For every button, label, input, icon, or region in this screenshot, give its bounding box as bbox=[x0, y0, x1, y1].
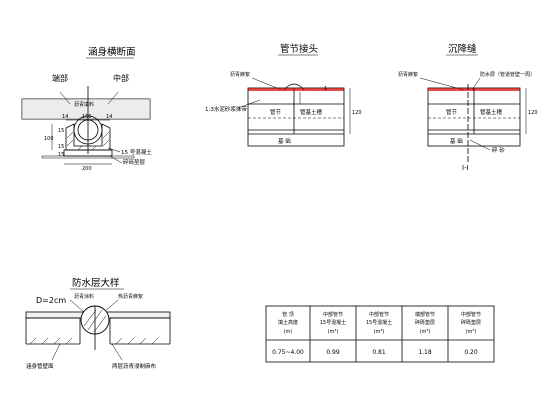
table-header-cell: 管 顶 填土高度 (m) bbox=[278, 311, 298, 335]
leader-mid bbox=[107, 91, 119, 105]
dim-15-c: 15 bbox=[58, 152, 64, 158]
label-base: 基 础 bbox=[278, 137, 291, 145]
table-header-cell: 端部管节 碎砾垫层 (m³) bbox=[415, 311, 435, 335]
label-concrete: 15 号混凝土 bbox=[121, 148, 152, 156]
waterproof-detail-view: 防水层大样 D=2cm 沥青涂料 热沥青麻絮 涵身管壁面 两层沥青浸制麻布 bbox=[25, 277, 171, 370]
svg-text:(m): (m) bbox=[284, 329, 293, 335]
label-mortar-band: 1:3水泥砂浆抹带 bbox=[205, 105, 247, 113]
label-pipe: 管节 bbox=[446, 108, 458, 116]
leader-hemp bbox=[103, 299, 119, 313]
table-header-cell: 中部管节 15号混凝土 (m³) bbox=[320, 311, 346, 335]
pipe-wall-hatch bbox=[29, 337, 159, 345]
svg-text:(m³): (m³) bbox=[466, 329, 477, 335]
gravel-underlay bbox=[41, 155, 135, 159]
table-cell: 0.81 bbox=[372, 349, 386, 356]
dim-14-right: 14 bbox=[106, 114, 112, 120]
svg-text:(m³): (m³) bbox=[420, 329, 431, 335]
section-mark-label: I-I bbox=[462, 164, 469, 172]
label-soil-trench: 管基土槽 bbox=[480, 108, 503, 116]
svg-text:填土高度: 填土高度 bbox=[278, 319, 298, 326]
dim-14-left: 14 bbox=[62, 114, 68, 120]
pipe-joint-title: 管节接头 bbox=[280, 43, 318, 55]
label-thickness: D=2cm bbox=[36, 296, 66, 305]
dim-1: 1 bbox=[324, 86, 327, 92]
svg-text:15号混凝土: 15号混凝土 bbox=[320, 319, 346, 326]
svg-text:管 顶: 管 顶 bbox=[282, 311, 294, 318]
table-header-cell: 中部管节 15号混凝土 (m³) bbox=[366, 311, 392, 335]
label-gravel: 碎 砂 bbox=[492, 146, 505, 154]
leader-concrete bbox=[107, 147, 121, 153]
dim-120: 120 bbox=[528, 110, 538, 116]
leader-gravel bbox=[109, 155, 123, 164]
table-row: 0.75~4.00 0.99 0.81 1.18 0.20 bbox=[272, 349, 478, 356]
dim-15-a: 15 bbox=[58, 128, 64, 134]
quantity-table: 管 顶 填土高度 (m) 中部管节 15号混凝土 (m³) 中部管节 15号混凝… bbox=[265, 305, 495, 363]
label-asphalt-hemp: 沥青麻絮 bbox=[230, 71, 250, 78]
label-hemp: 热沥青麻絮 bbox=[118, 293, 143, 300]
table-cell: 0.99 bbox=[326, 349, 340, 356]
svg-text:(m³): (m³) bbox=[328, 329, 339, 335]
leader-end bbox=[59, 91, 71, 105]
table-header-cell: 中部管节 碎砾垫层 (m³) bbox=[461, 311, 481, 335]
label-pipe-wall: 涵身管壁面 bbox=[26, 362, 54, 370]
label-soil-trench: 管基土槽 bbox=[300, 108, 323, 116]
label-cloth-layers: 两层沥青浸制麻布 bbox=[112, 362, 157, 370]
culvert-section-title: 涵身横断面 bbox=[88, 46, 136, 58]
dim-200: 200 bbox=[82, 166, 92, 172]
svg-text:15号混凝土: 15号混凝土 bbox=[366, 319, 392, 326]
label-base: 基 础 bbox=[450, 137, 463, 145]
waterproof-detail-title: 防水层大样 bbox=[72, 277, 120, 289]
culvert-section-view: 涵身横断面 端部 中部 14 156 14 100 1 bbox=[21, 46, 152, 172]
table-border bbox=[265, 305, 495, 363]
label-pipe: 管节 bbox=[270, 108, 282, 116]
svg-text:碎砾垫层: 碎砾垫层 bbox=[461, 319, 481, 326]
fill-band-shade bbox=[22, 99, 150, 119]
dim-120: 120 bbox=[352, 110, 362, 116]
label-coating: 沥青涂料 bbox=[74, 293, 94, 300]
label-end-part: 端部 bbox=[52, 73, 68, 83]
settlement-joint-view: 沉降缝 沥青麻絮 防水层（管道管壁一周） 120 管节 管基土槽 基 础 碎 砂… bbox=[398, 43, 538, 172]
haunch-hatch bbox=[66, 131, 110, 151]
settlement-joint-title: 沉降缝 bbox=[448, 43, 477, 55]
pipe-joint-outline bbox=[247, 87, 345, 147]
table-cell: 0.20 bbox=[464, 349, 478, 356]
label-asphalt-hemp: 沥青麻絮 bbox=[398, 71, 418, 78]
svg-text:中部管节: 中部管节 bbox=[461, 311, 481, 318]
svg-text:中部管节: 中部管节 bbox=[369, 311, 389, 318]
table-cell: 1.18 bbox=[418, 349, 432, 356]
leader-gravel bbox=[469, 139, 491, 151]
dim-15-b: 15 bbox=[58, 144, 64, 150]
svg-text:中部管节: 中部管节 bbox=[323, 311, 343, 318]
svg-text:(m³): (m³) bbox=[374, 329, 385, 335]
svg-text:端部管节: 端部管节 bbox=[415, 311, 435, 318]
dim-100: 100 bbox=[44, 136, 54, 142]
table-cell: 0.75~4.00 bbox=[272, 349, 304, 356]
leader-mortar bbox=[237, 99, 261, 109]
label-gravel-bed: 碎砾垫层 bbox=[123, 158, 146, 166]
pipe-joint-view: 管节接头 沥青麻絮 1 120 1:3水泥砂浆抹带 管节 管基土槽 基 础 bbox=[205, 43, 362, 147]
leader-layers bbox=[111, 343, 123, 361]
label-asphalt-filler: 沥青填料 bbox=[74, 101, 94, 108]
leader-coating bbox=[69, 299, 85, 313]
svg-text:碎砾垫层: 碎砾垫层 bbox=[415, 319, 435, 326]
label-waterproof: 防水层（管道管壁一周） bbox=[480, 71, 535, 78]
leader-pipe-wall bbox=[51, 343, 61, 361]
label-middle-part: 中部 bbox=[113, 73, 129, 83]
dim-156: 156 bbox=[82, 114, 92, 120]
asphalt-strip bbox=[248, 88, 344, 91]
